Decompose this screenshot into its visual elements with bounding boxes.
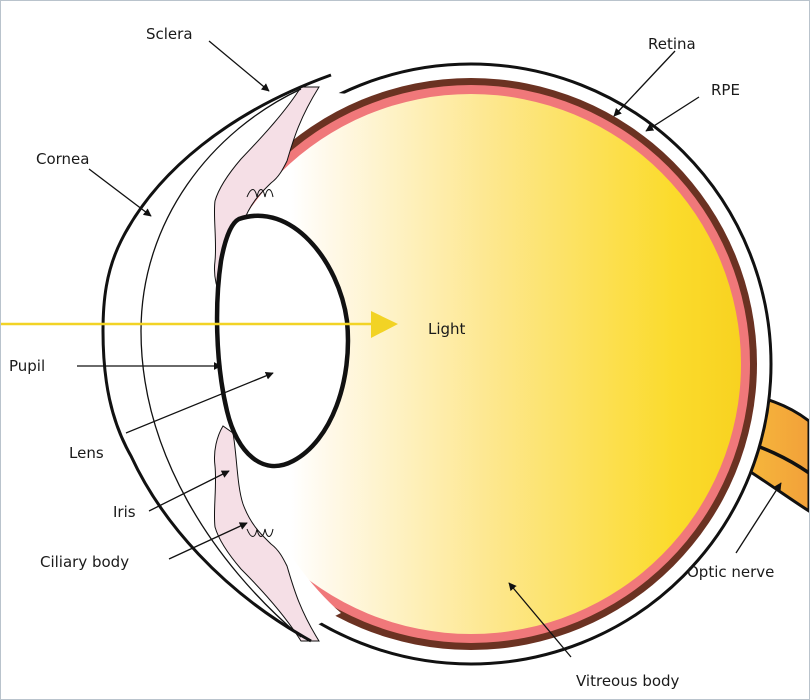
label-iris: Iris (113, 503, 136, 521)
cornea-pointer (89, 169, 151, 216)
label-light: Light (428, 320, 466, 338)
label-retina: Retina (648, 35, 696, 53)
sclera-pointer (209, 41, 269, 91)
label-optic-nerve: Optic nerve (687, 563, 774, 581)
label-pupil: Pupil (9, 357, 45, 375)
label-rpe: RPE (711, 81, 740, 99)
rpe-pointer (646, 97, 699, 131)
retina-pointer (614, 51, 675, 116)
label-cornea: Cornea (36, 150, 89, 168)
label-vitreous-body: Vitreous body (576, 672, 680, 690)
label-ciliary-body: Ciliary body (40, 553, 129, 571)
label-sclera: Sclera (146, 25, 193, 43)
label-lens: Lens (69, 444, 104, 462)
